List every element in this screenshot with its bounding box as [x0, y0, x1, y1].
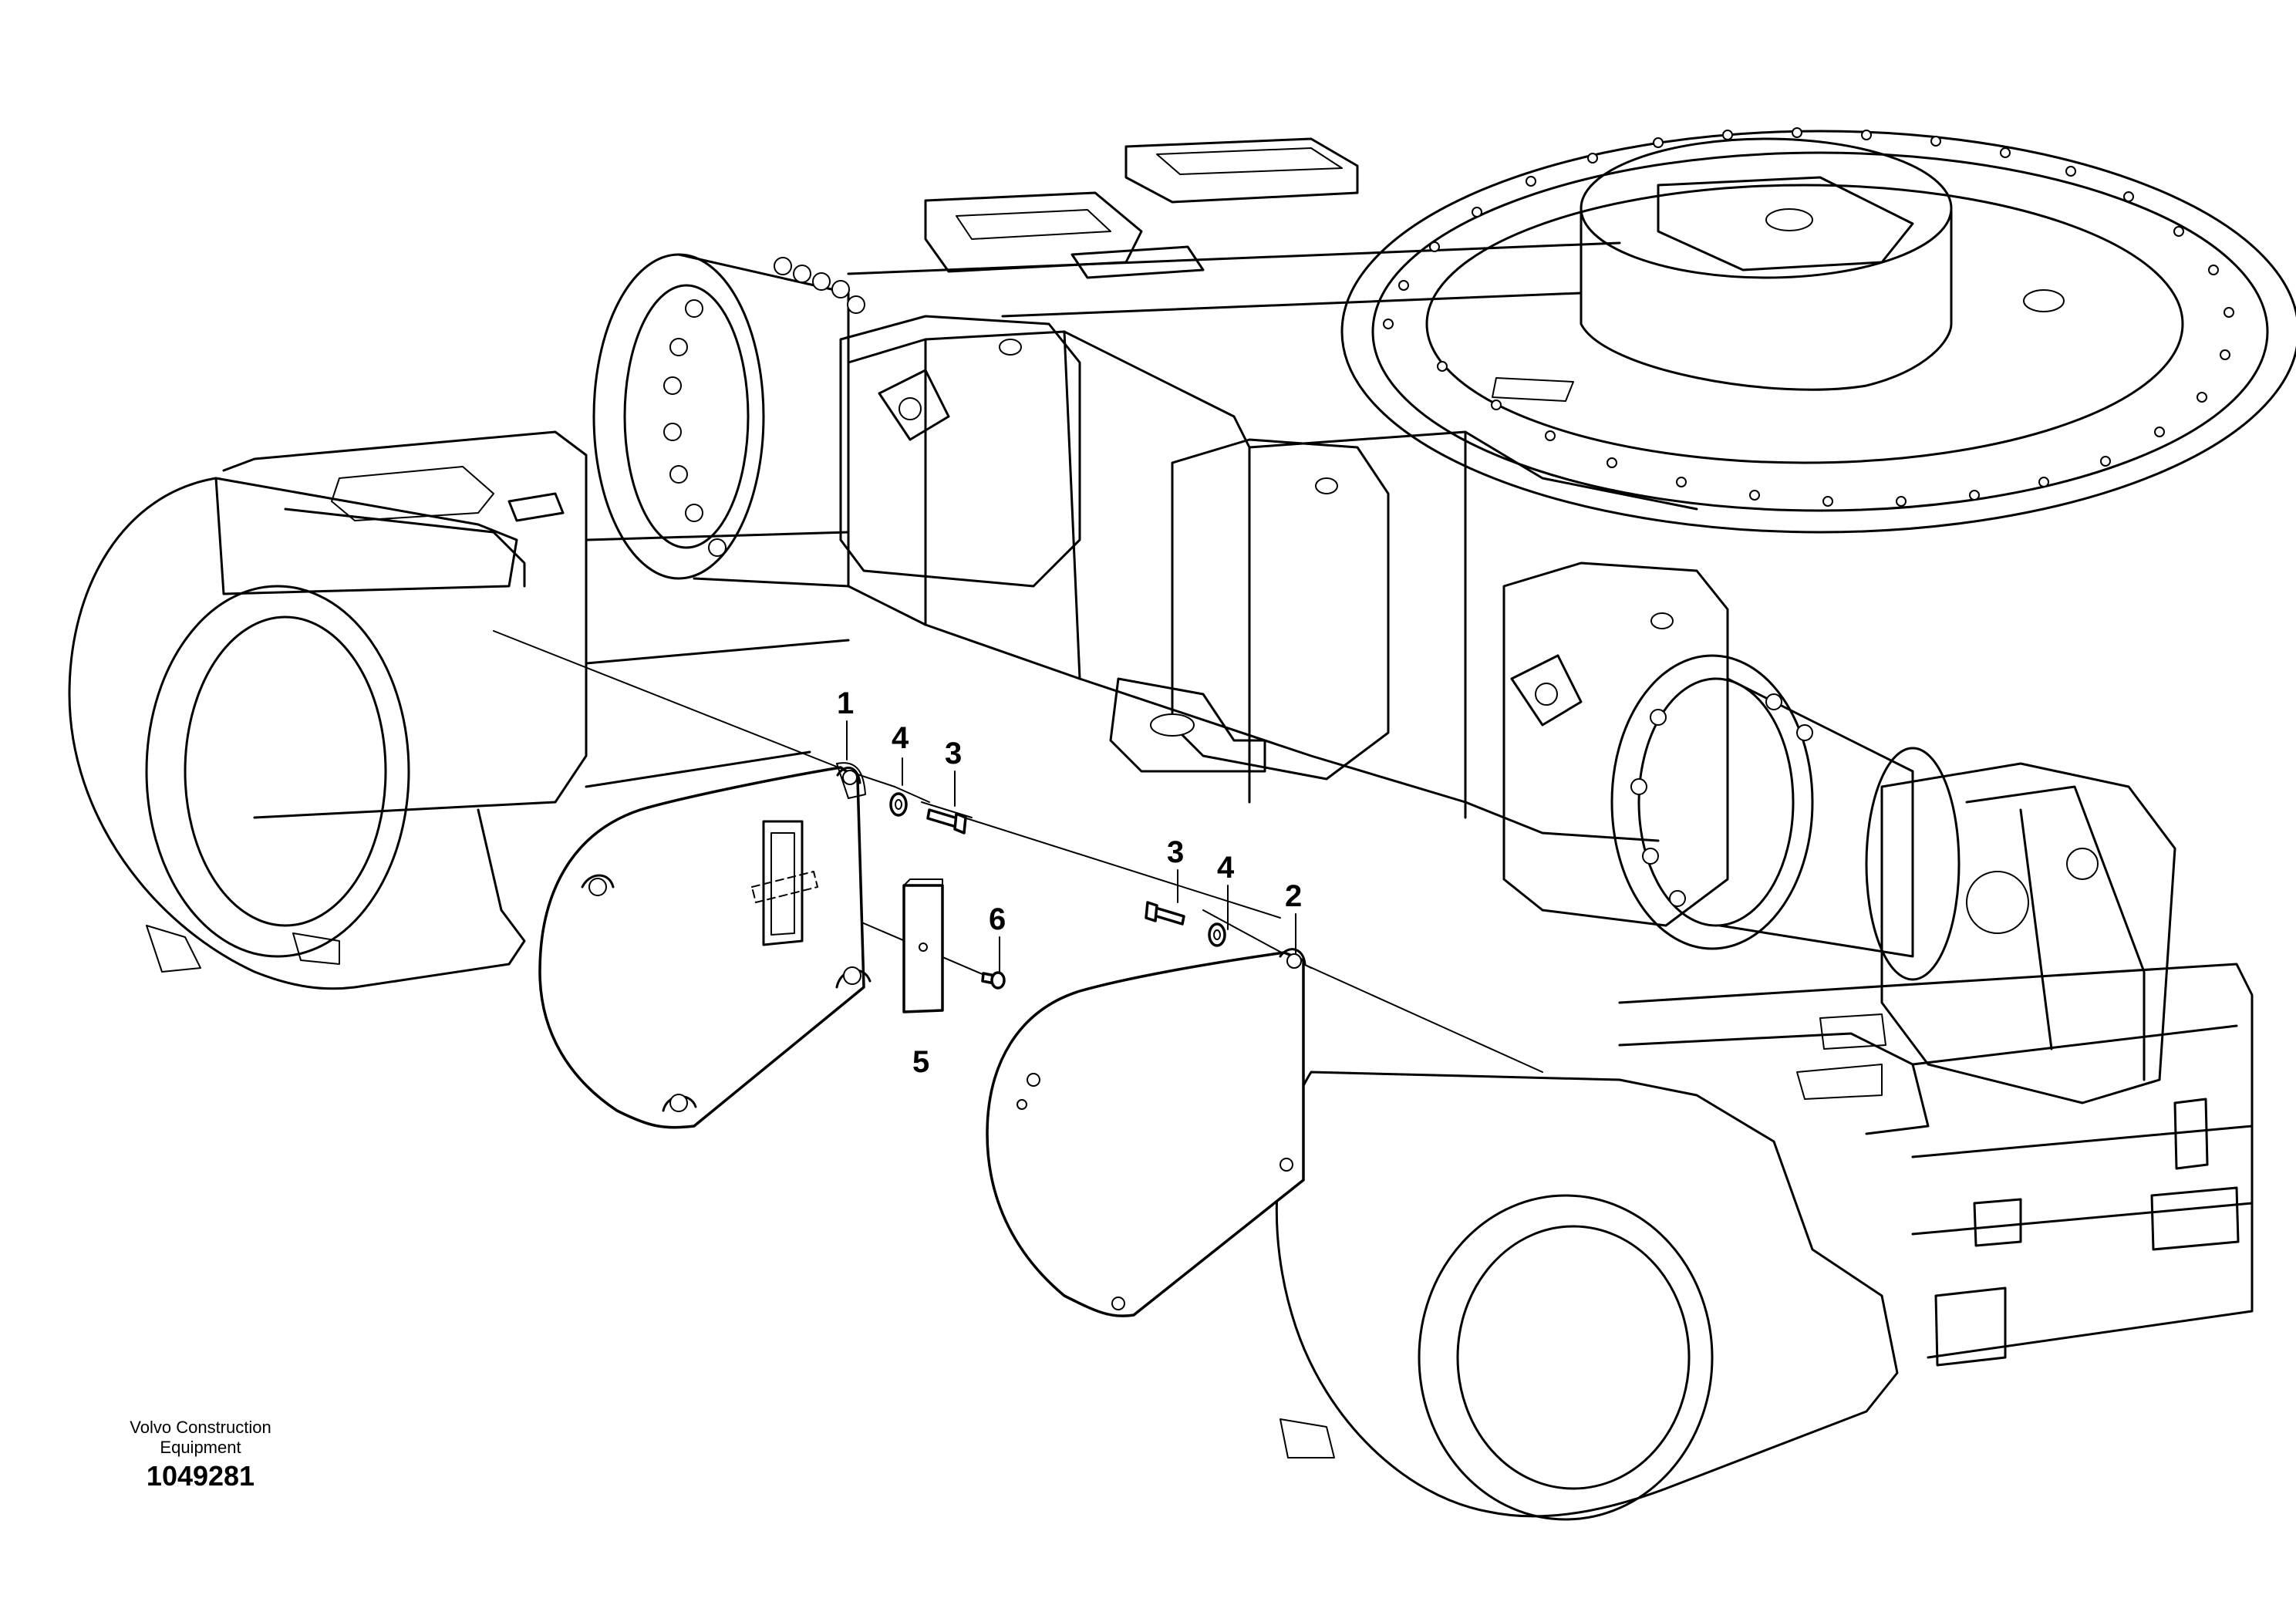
brand-line-2: Equipment	[160, 1438, 241, 1457]
brand-line-1: Volvo Construction	[130, 1418, 271, 1437]
callout-3-left: 3	[945, 737, 962, 771]
callout-4-left: 4	[892, 721, 909, 755]
part-1-cover-plate	[538, 762, 872, 1129]
callout-2: 2	[1285, 879, 1302, 913]
axle-housing	[592, 253, 2176, 1104]
callout-1: 1	[837, 686, 854, 720]
undercarriage-frame	[68, 137, 2254, 1521]
left-flange-bolts	[663, 257, 865, 557]
part-5-small-cover	[902, 878, 944, 1013]
callout-6: 6	[989, 902, 1006, 936]
callouts: 1 4 3 6 5 3 4 2	[837, 686, 1302, 1079]
callout-3-right: 3	[1167, 835, 1184, 869]
fasteners	[889, 792, 1226, 990]
slewing-ring	[1340, 127, 2296, 534]
part-2-cover-plate	[986, 948, 1306, 1317]
brand-label: Volvo Construction Equipment	[85, 1418, 316, 1458]
ring-bolt-holes	[1383, 127, 2234, 507]
callout-4-right: 4	[1217, 851, 1235, 885]
drawing-number: 1049281	[146, 1460, 255, 1492]
callout-5: 5	[912, 1045, 929, 1079]
right-flange-bolts	[1630, 693, 1813, 907]
